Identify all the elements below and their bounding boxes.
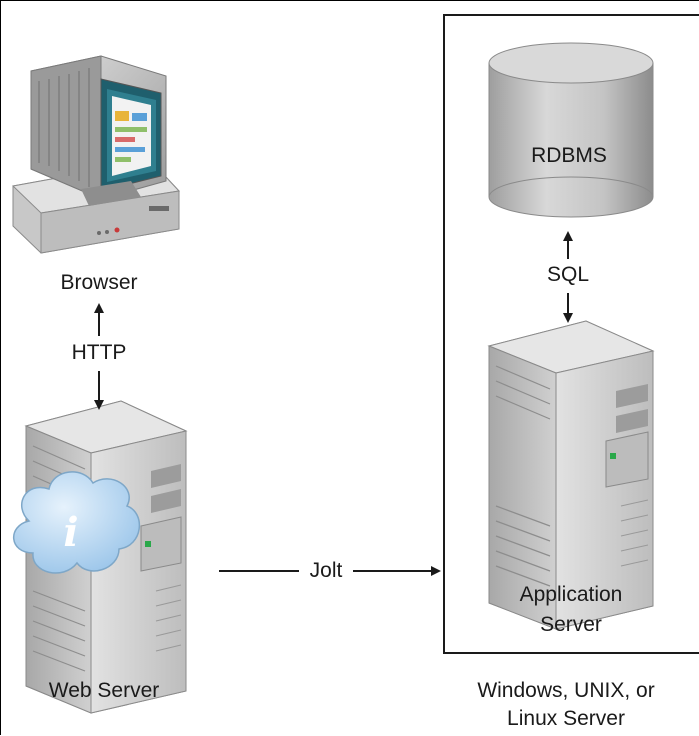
host-label-line1: Windows, UNIX, or	[477, 679, 655, 702]
app-server-label-line2: Server	[540, 613, 602, 636]
desktop-computer-icon	[11, 55, 181, 254]
web-server-label: Web Server	[48, 679, 160, 702]
browser-label: Browser	[60, 271, 138, 294]
host-label-line2: Linux Server	[507, 707, 625, 730]
rdbms-label: RDBMS	[531, 144, 607, 167]
http-label: HTTP	[71, 341, 127, 364]
host-server-boundary	[443, 14, 699, 654]
jolt-label: Jolt	[309, 559, 343, 582]
database-cylinder-icon	[488, 42, 654, 218]
server-tower-icon	[487, 320, 655, 630]
sql-label: SQL	[546, 263, 590, 286]
app-server-label-line1: Application	[519, 583, 623, 606]
info-cloud-icon: i	[12, 471, 141, 574]
svg-text:i: i	[63, 509, 78, 556]
